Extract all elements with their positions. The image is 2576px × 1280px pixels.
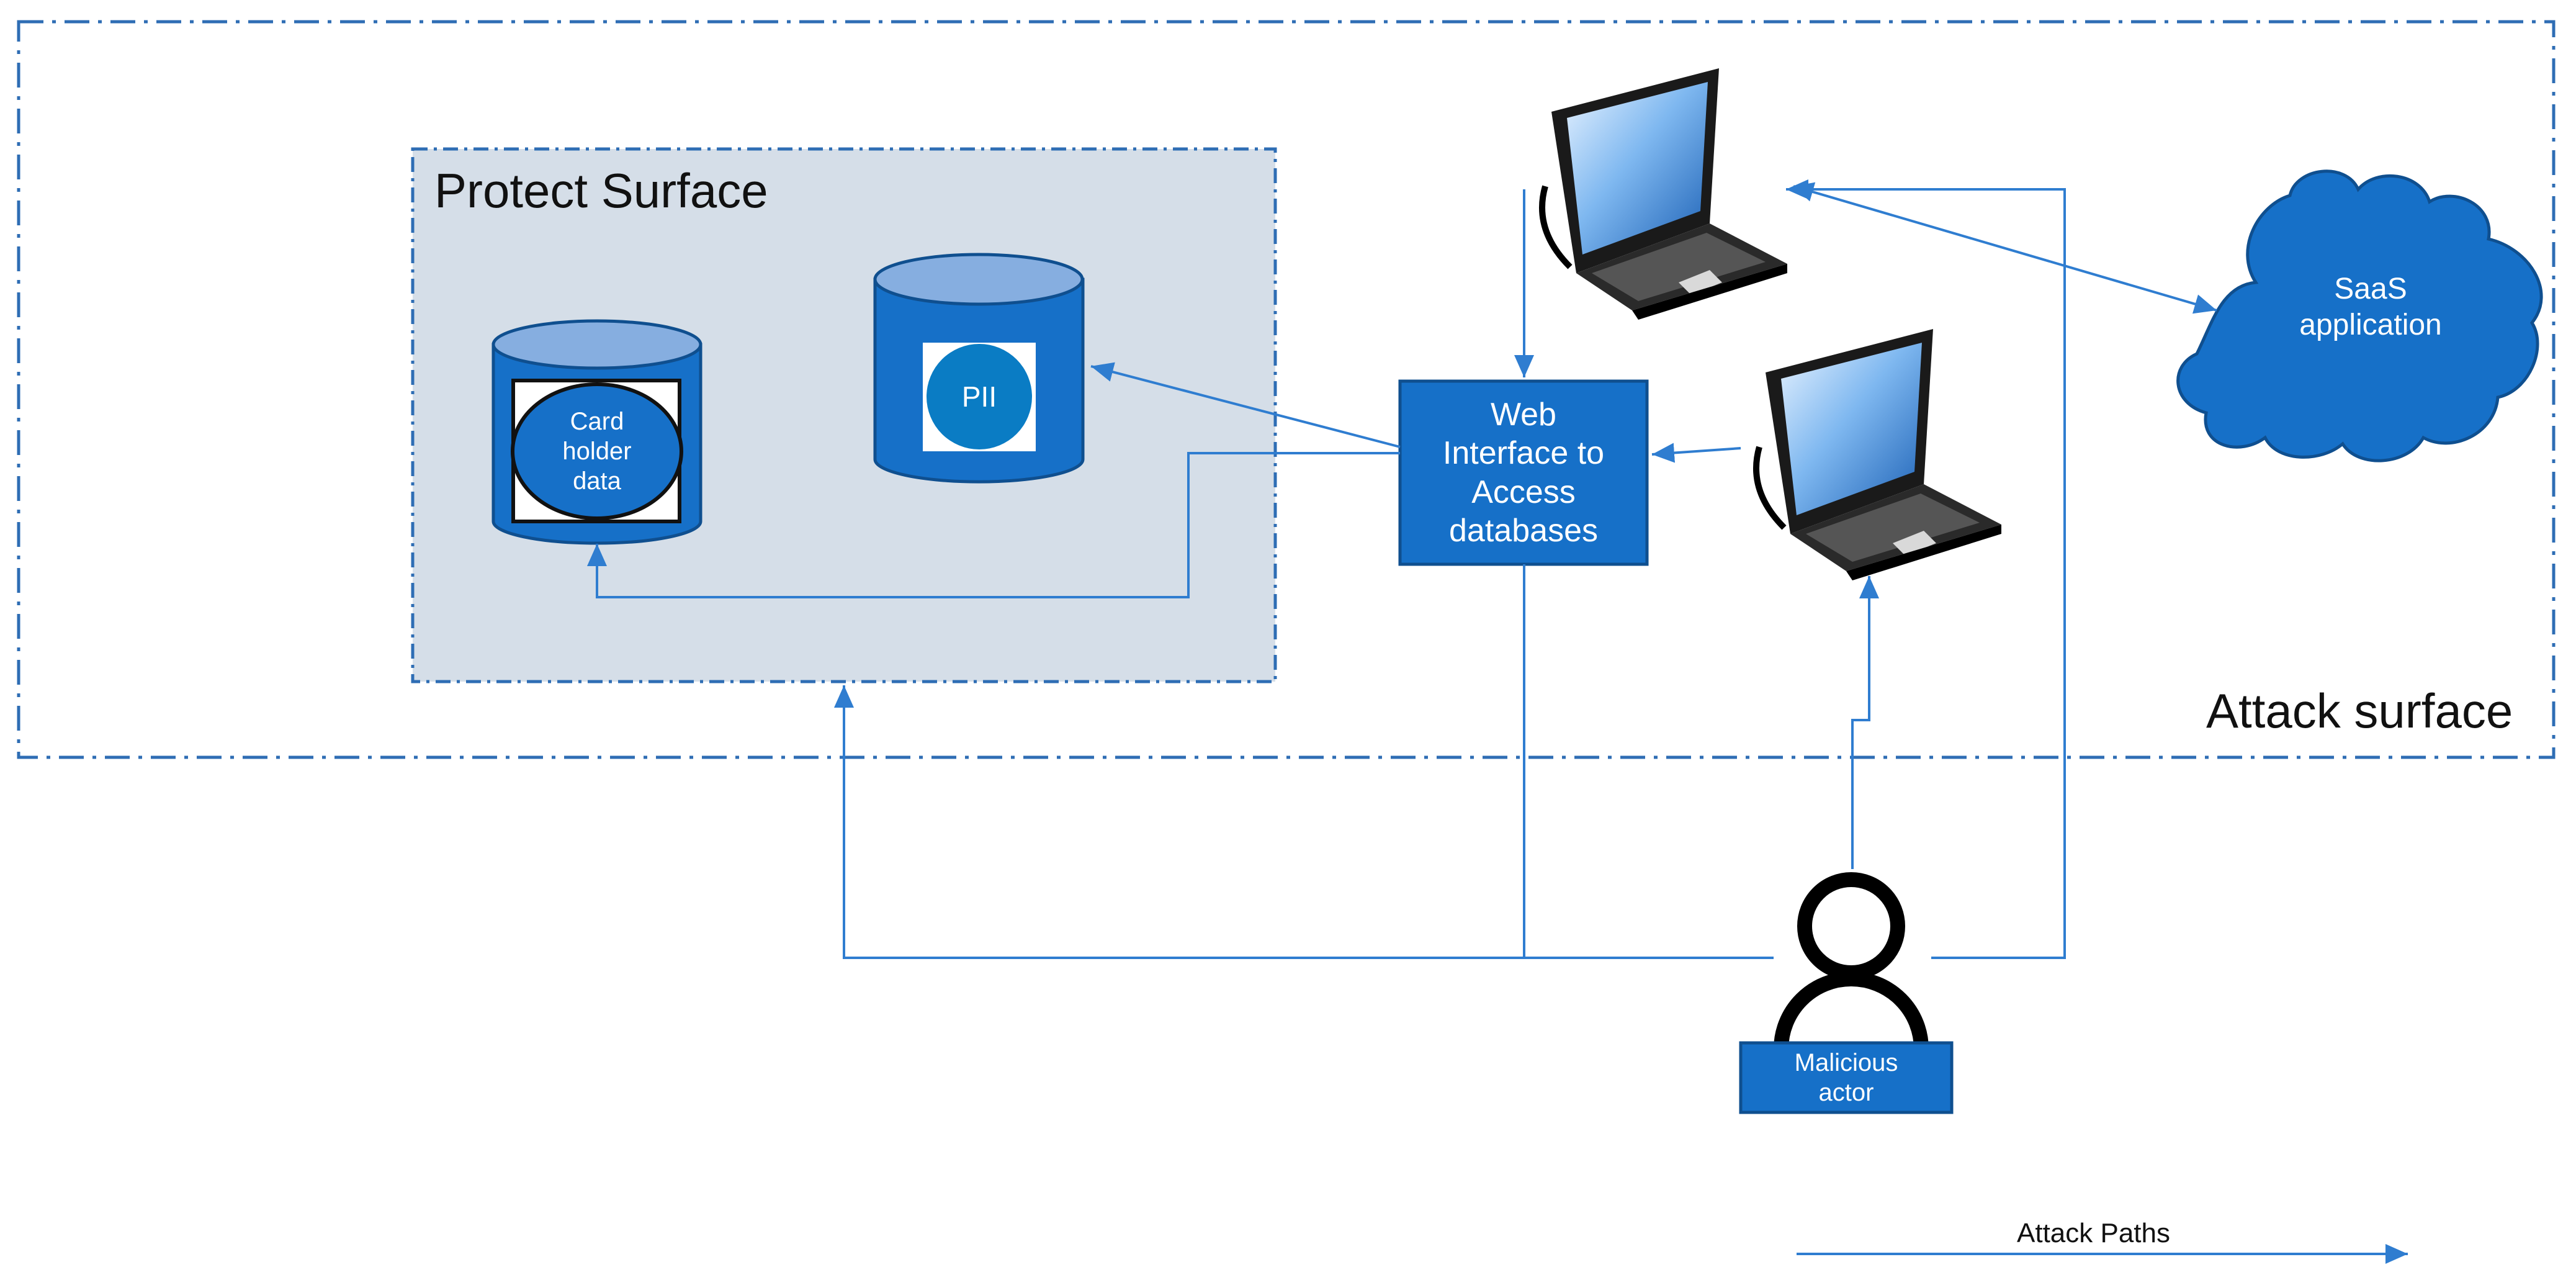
attack-surface-label: Attack surface — [2206, 683, 2513, 738]
attack-paths — [587, 179, 2217, 959]
web-interface-label: Web Interface to Access databases — [1401, 382, 1646, 563]
cardholder-data-label: Card holder data — [515, 386, 679, 516]
protect-surface-label: Protect Surface — [434, 163, 768, 218]
web-interface-line-2: Interface to — [1442, 435, 1605, 472]
attack-surface-boundary — [17, 20, 2556, 759]
cardholder-label-line-1: Card — [570, 408, 624, 435]
legend-label: Attack Paths — [2017, 1218, 2171, 1248]
saas-label-line-1: SaaS — [2334, 273, 2407, 306]
path-actor-to-laptop1 — [1786, 179, 2066, 959]
path-actor-to-protect — [834, 685, 1774, 959]
path-web-to-cardholder — [587, 452, 1400, 598]
web-interface-line-4: databases — [1449, 512, 1598, 549]
pii-label: PII — [961, 381, 997, 413]
cardholder-label-line-2: holder — [562, 438, 632, 465]
laptop-icon-top — [1539, 68, 1787, 320]
cardholder-database-icon — [491, 319, 702, 545]
malicious-actor-line-1: Malicious — [1794, 1049, 1898, 1076]
path-laptop1-saas — [1793, 182, 2217, 314]
web-interface-line-3: Access — [1471, 474, 1576, 510]
malicious-actor-label-box — [1739, 1041, 1954, 1114]
malicious-actor-line-2: actor — [1818, 1079, 1874, 1106]
web-interface-line-1: Web — [1491, 396, 1556, 433]
saas-cloud-icon — [2176, 169, 2543, 462]
person-icon — [1774, 872, 1929, 1050]
malicious-actor-label: Malicious actor — [1743, 1045, 1950, 1111]
laptop-icon-middle — [1753, 329, 2001, 580]
path-laptop2-to-web — [1651, 443, 1741, 463]
saas-label-line-2: application — [2299, 309, 2442, 341]
path-actor-to-laptop2 — [1851, 576, 1879, 869]
path-web-to-pii — [1090, 362, 1401, 448]
pii-database-icon — [873, 253, 1085, 484]
saas-application-label: SaaS application — [2222, 261, 2520, 354]
cardholder-label-line-3: data — [573, 467, 621, 495]
